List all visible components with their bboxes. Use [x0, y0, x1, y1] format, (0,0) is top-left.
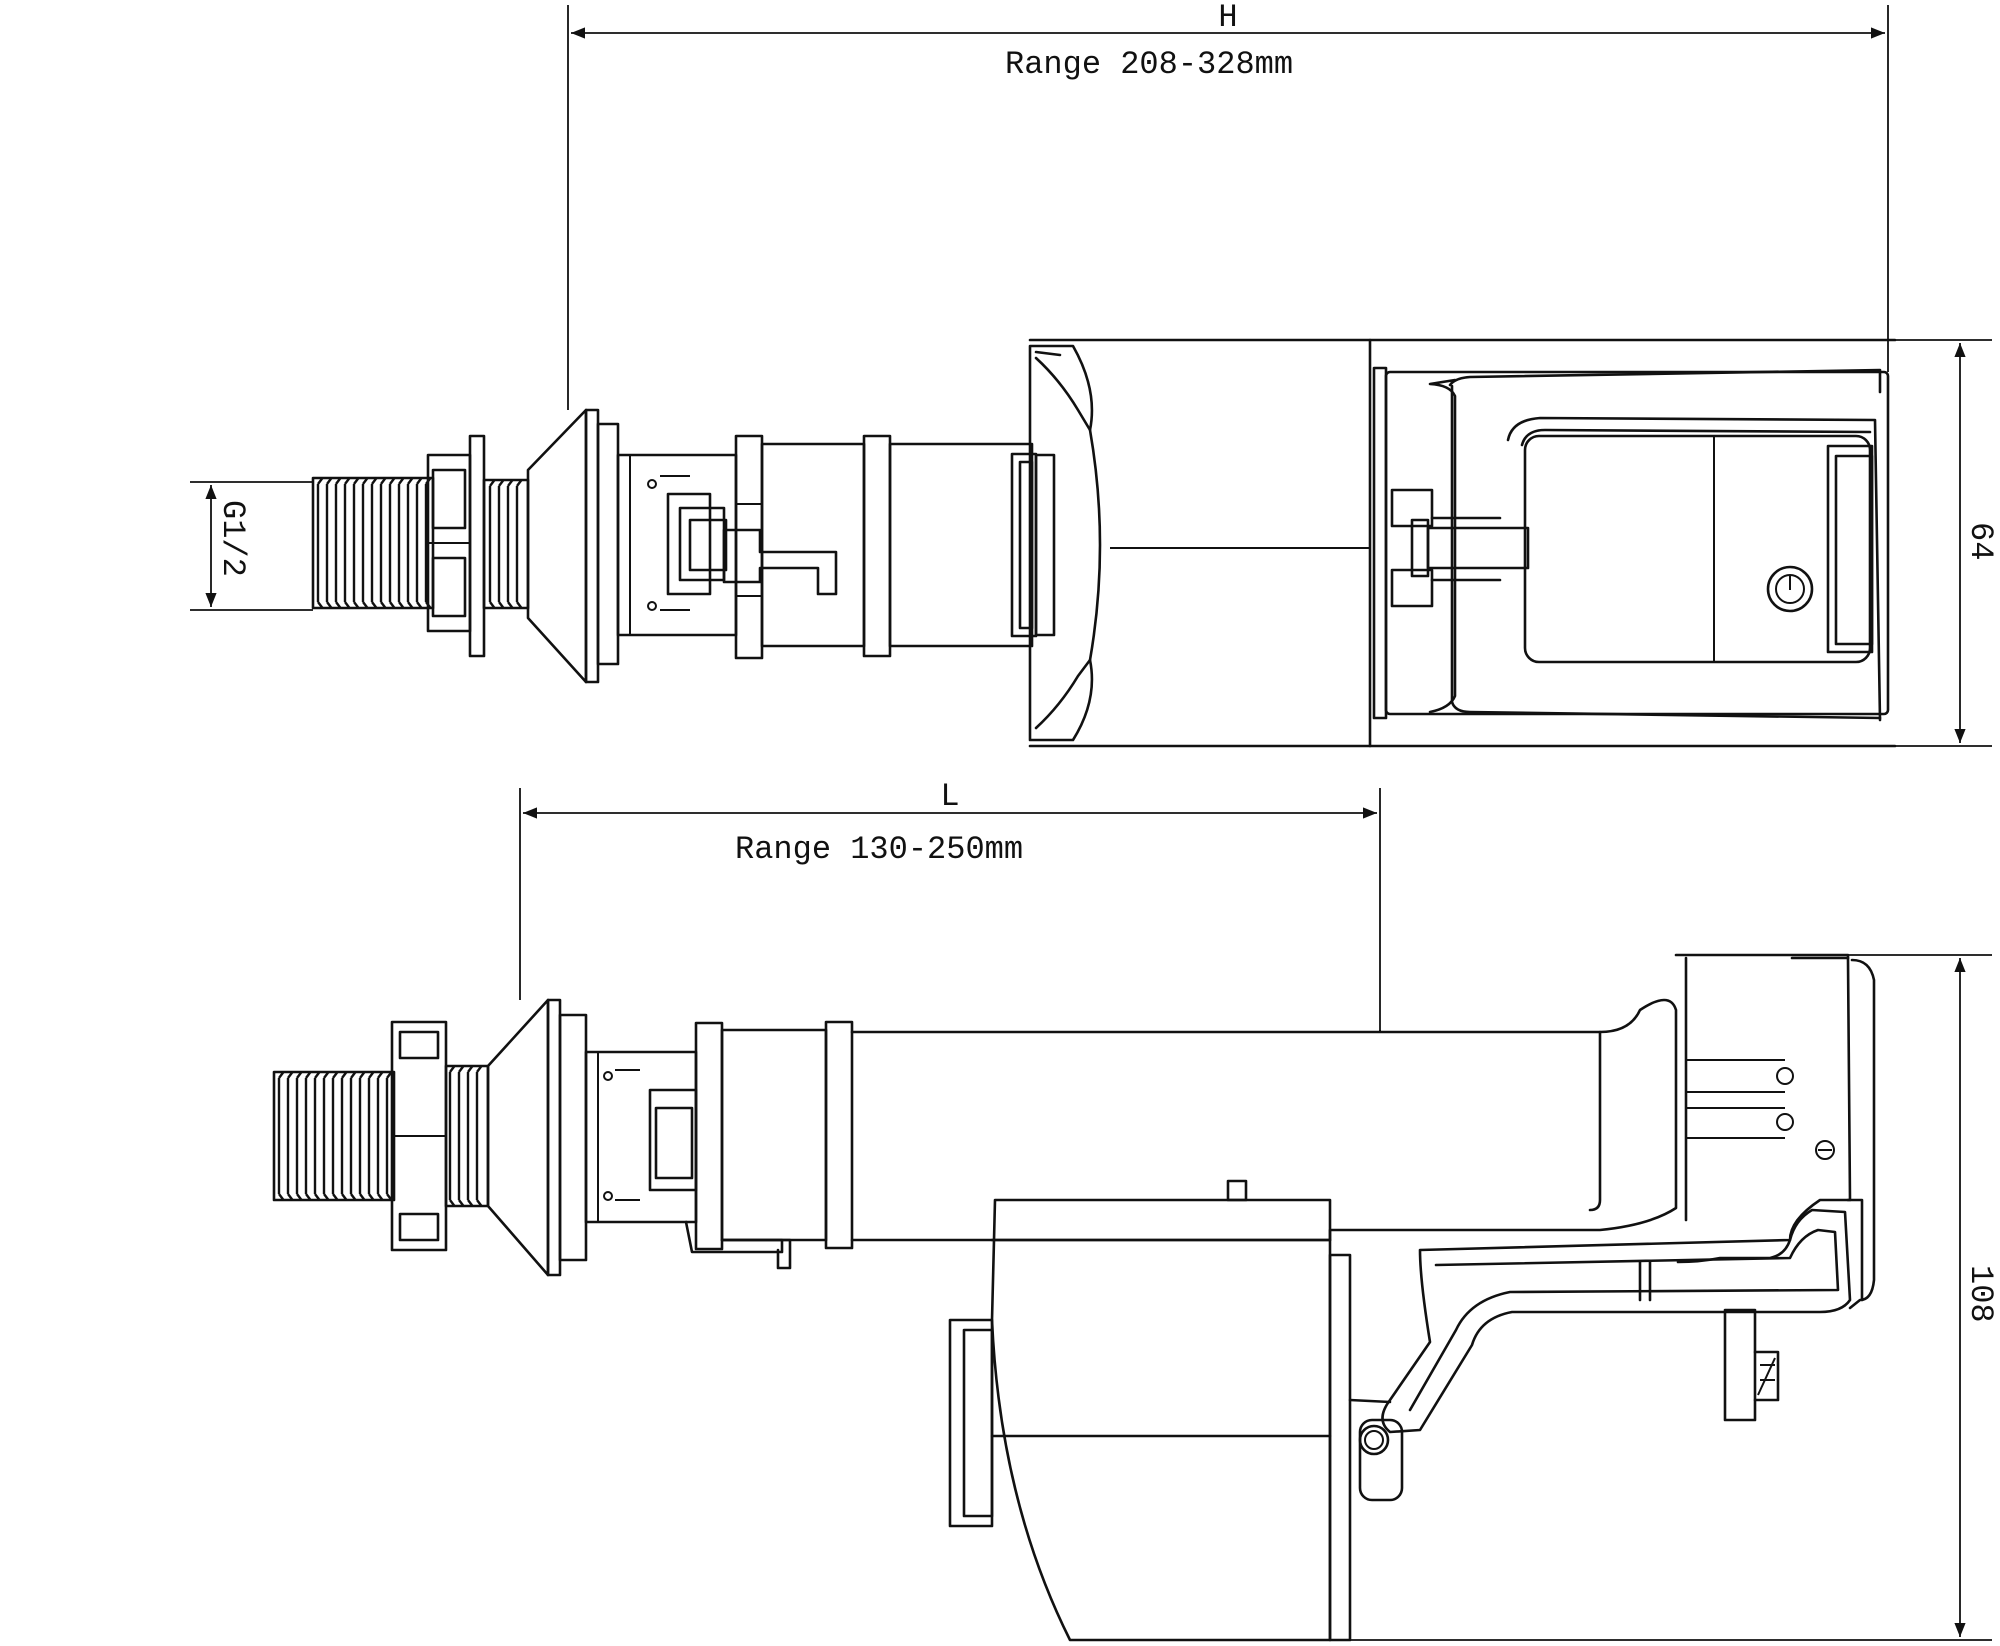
thread-ridge [277, 1071, 285, 1201]
thread-ridge [515, 479, 523, 609]
top-cone [526, 408, 588, 684]
dimension-thread: G1/2 [190, 481, 313, 611]
thread-ridge [415, 477, 423, 609]
dimension-width-label: 64 [1962, 522, 1999, 560]
thread-ridge [331, 1071, 339, 1201]
thread-ridge [406, 477, 414, 609]
side-coupling [584, 1021, 792, 1270]
dimension-h-symbol: H [1218, 0, 1237, 36]
dimension-l-range: Range 130-250mm [735, 831, 1023, 868]
side-view [272, 953, 1876, 1642]
thread-ridge [497, 479, 505, 609]
side-cone [486, 998, 550, 1277]
thread-ridge [349, 1071, 357, 1201]
top-tube [760, 434, 1038, 658]
top-float-housing [1028, 338, 1897, 748]
thread-ridge [325, 477, 333, 609]
thread-ridge [475, 1065, 483, 1207]
side-float-cup [948, 1179, 1352, 1642]
thread-ridge [334, 477, 342, 609]
power-icon [1766, 565, 1814, 613]
thread-ridge [397, 477, 405, 609]
thread-ridge [376, 1071, 384, 1201]
thread-ridge [340, 1071, 348, 1201]
top-coupling [616, 434, 838, 660]
thread-ridge [322, 1071, 330, 1201]
dimension-h-range: Range 208-328mm [1005, 46, 1293, 83]
thread-ridge [457, 1065, 465, 1207]
thread-ridge [506, 479, 514, 609]
thread-ridge [295, 1071, 303, 1201]
side-tube [720, 998, 1678, 1250]
thread-ridge [343, 477, 351, 609]
dimension-height: 108 [1330, 954, 1999, 1641]
thread-ridge [379, 477, 387, 609]
thread-ridge [466, 1065, 474, 1207]
dimension-thread-label: G1/2 [214, 500, 251, 577]
dimension-h: H Range 208-328mm [567, 0, 1889, 410]
thread-ridge [367, 1071, 375, 1201]
thread-ridge [488, 479, 496, 609]
dimension-l-symbol: L [940, 778, 959, 815]
side-threaded-inlet [272, 1020, 490, 1252]
thread-ridge [304, 1071, 312, 1201]
dimension-width: 64 [1888, 339, 1999, 747]
dimension-height-label: 108 [1962, 1265, 1999, 1323]
side-lever-arm [1348, 1208, 1852, 1502]
thread-ridge [448, 1065, 456, 1207]
top-threaded-inlet [311, 434, 530, 658]
thread-ridge [313, 1071, 321, 1201]
dimension-l: L Range 130-250mm [519, 778, 1381, 1030]
top-view [311, 338, 1897, 748]
thread-ridge [361, 477, 369, 609]
thread-ridge [352, 477, 360, 609]
thread-ridge [286, 1071, 294, 1201]
thread-ridge [370, 477, 378, 609]
thread-ridge [358, 1071, 366, 1201]
thread-ridge [388, 477, 396, 609]
thread-ridge [316, 477, 324, 609]
